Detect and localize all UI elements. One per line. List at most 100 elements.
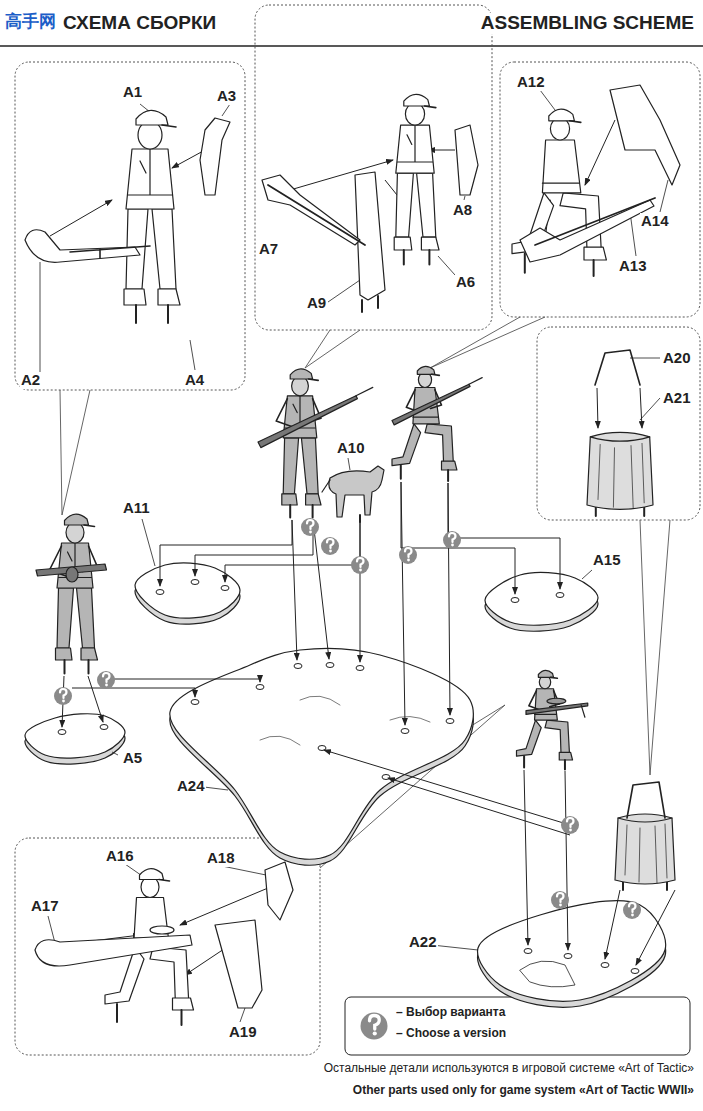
tunic-detail	[128, 149, 172, 195]
callout-tail	[430, 317, 545, 368]
leader-line	[348, 458, 350, 470]
peg-hole	[631, 969, 639, 974]
leg	[301, 438, 318, 494]
boot	[56, 648, 98, 660]
choice-disc	[561, 816, 579, 834]
leg-part	[355, 172, 385, 300]
assembly-arrow	[160, 520, 292, 586]
question-dot	[559, 904, 562, 907]
part-number: A4	[184, 372, 205, 389]
peg-hole	[601, 963, 609, 968]
arm-part	[265, 862, 293, 920]
cap-visor	[84, 525, 95, 527]
peg-hole	[524, 949, 532, 954]
leader-line	[40, 262, 41, 372]
choice-disc	[97, 671, 115, 689]
question-dot	[407, 559, 410, 562]
assembly-arrow	[100, 679, 260, 682]
assembly-arrow	[585, 120, 615, 185]
page-title: СХЕМА СБОРКИ	[62, 13, 217, 34]
assembly-arrow	[605, 890, 620, 959]
boot	[394, 237, 439, 250]
boot	[584, 247, 606, 260]
choice-disc	[443, 531, 461, 549]
cap-visor	[432, 374, 440, 375]
peg	[117, 1004, 182, 1025]
pot-handle-part	[595, 350, 640, 385]
peg-hole	[256, 685, 264, 690]
rifle	[392, 384, 470, 425]
question-dot	[329, 550, 332, 553]
boot	[559, 752, 572, 760]
leader-line	[190, 340, 195, 370]
question-glyph	[449, 533, 456, 542]
bayonet	[356, 387, 373, 395]
part-number: A7	[258, 241, 279, 258]
assembly-arrow	[62, 676, 64, 727]
question-dot	[451, 544, 454, 547]
boot	[282, 494, 321, 505]
part-number: A24	[176, 778, 206, 795]
cap	[404, 94, 430, 106]
peg-hole	[511, 598, 519, 603]
part-number: A15	[592, 552, 622, 569]
peg	[362, 296, 378, 312]
soldier-figure	[394, 94, 439, 264]
assembly-arrow	[72, 688, 195, 697]
question-glyph	[629, 903, 636, 912]
soldier-figure	[392, 366, 482, 481]
assembly-arrow	[448, 483, 450, 715]
choice-symbol	[443, 531, 461, 549]
arm-part	[200, 118, 230, 195]
leg-part	[610, 85, 680, 185]
assembly-arrow	[640, 388, 642, 428]
cap-visor	[159, 880, 170, 882]
question-glyph	[557, 893, 564, 902]
cap-visor	[308, 379, 318, 380]
choice-symbol	[321, 537, 339, 555]
assembly-arrow	[360, 520, 361, 662]
tunic	[396, 125, 434, 173]
base-top	[135, 563, 240, 618]
choice-disc	[351, 556, 369, 574]
leader-line	[582, 570, 592, 579]
peg-hole	[100, 725, 108, 730]
base-top	[478, 901, 666, 1002]
question-dot	[105, 684, 108, 687]
part-number: A17	[30, 898, 60, 915]
part-number: A19	[228, 1024, 258, 1041]
question-glyph	[370, 1016, 380, 1030]
arm-part	[262, 175, 360, 245]
bark-lines	[625, 824, 667, 883]
cap	[290, 369, 312, 379]
cap	[65, 514, 89, 525]
tree-stump	[587, 432, 653, 516]
question-glyph	[405, 548, 412, 557]
choice-disc	[301, 518, 319, 536]
soldier-figure	[124, 110, 180, 323]
leader-line	[222, 104, 230, 116]
choice-disc	[54, 687, 72, 705]
watermark: 高手网	[4, 13, 57, 32]
part-number: A10	[336, 440, 366, 457]
part-number: A3	[216, 88, 237, 105]
choice-symbol	[54, 687, 72, 705]
peg-hole	[356, 666, 364, 671]
assembly-arrow	[448, 483, 560, 589]
question-dot	[373, 1031, 377, 1035]
part-number: A9	[306, 295, 327, 312]
rifle-part	[268, 185, 365, 245]
callout-tail	[640, 520, 670, 775]
leg	[152, 209, 176, 289]
assembly-arrow	[225, 520, 360, 582]
part-number: A8	[452, 202, 473, 219]
callout-panel	[15, 62, 245, 390]
leader-line	[48, 916, 55, 943]
soldier-figure	[517, 670, 588, 769]
part-number: A12	[516, 74, 546, 91]
base-plate	[478, 901, 666, 1008]
rifle-part	[535, 198, 655, 245]
cap	[136, 110, 168, 125]
leader-line	[204, 787, 228, 790]
leg	[517, 720, 542, 756]
